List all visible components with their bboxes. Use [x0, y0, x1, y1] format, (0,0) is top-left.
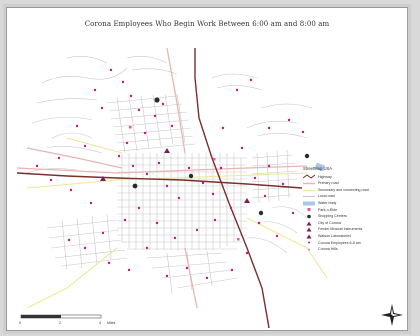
legend-item-city-of-corona: City of Corona [303, 220, 369, 227]
map-legend: StreetMap USA Highway Primary road Secon… [303, 166, 369, 253]
legend-item-corona-hills: Corona Hills [303, 246, 369, 253]
northwest-subdivisions [26, 56, 178, 174]
highway-north-south [194, 48, 270, 329]
legend-item-water-body: Water body [303, 200, 369, 207]
legend-item-local-road: Local road [303, 193, 369, 200]
east-grid [251, 149, 298, 204]
major-employer-markers [132, 97, 310, 216]
square-marker-icon [303, 207, 315, 212]
legend-item-watson: Watson Laboratories [303, 233, 369, 240]
triangle-marker-icon [303, 227, 315, 232]
compass-rose-icon [381, 304, 403, 326]
scale-unit: Miles [107, 321, 116, 325]
scale-bar [20, 314, 102, 319]
legend-item-fender: Fender Musical Instruments [303, 226, 369, 233]
east-hills [211, 73, 313, 254]
legend-item-primary-road: Primary road [303, 180, 369, 187]
legend-item-shopping-centers: Shopping Centers [303, 213, 369, 220]
highway-east-west [16, 172, 303, 189]
southwest-grid [46, 213, 128, 271]
employer-triangles [100, 148, 250, 203]
scale-label-4: 4 [99, 321, 101, 325]
primary-road-line-icon [303, 181, 315, 186]
local-roads [26, 56, 313, 294]
triangle-marker-icon [303, 234, 315, 239]
primary-roads [16, 47, 308, 309]
legend-item-highway: Highway [303, 174, 369, 181]
north-grid [106, 93, 196, 154]
secondary-roads [26, 137, 328, 309]
downtown-grid [117, 153, 247, 250]
highway-line-icon [303, 174, 315, 180]
small-dot-icon [303, 240, 315, 245]
park-n-ride-squares [129, 126, 240, 241]
local-road-line-icon [303, 194, 315, 199]
legend-item-employees: Corona Employees 6-8 am [303, 240, 369, 247]
employee-dots [35, 68, 305, 280]
scale-label-2: 2 [59, 321, 61, 325]
water-body-swatch-icon [303, 201, 315, 206]
legend-title: StreetMap USA [303, 166, 333, 171]
legend-item-park-n-ride: Park-n-Ride [303, 207, 369, 214]
secondary-road-line-icon [303, 188, 315, 193]
small-dot-icon [303, 247, 315, 252]
water-body [314, 162, 326, 172]
legend-item-secondary-road: Secondary and connecting road [303, 187, 369, 194]
scale-label-0: 0 [19, 321, 21, 325]
highways [16, 48, 303, 329]
map-title: Corona Employees Who Begin Work Between … [84, 20, 330, 28]
south-grid [146, 250, 238, 294]
map-frame: Corona Employees Who Begin Work Between … [6, 7, 408, 331]
map-canvas[interactable] [7, 8, 407, 330]
dot-marker-icon [303, 214, 315, 219]
triangle-marker-icon [303, 221, 315, 226]
